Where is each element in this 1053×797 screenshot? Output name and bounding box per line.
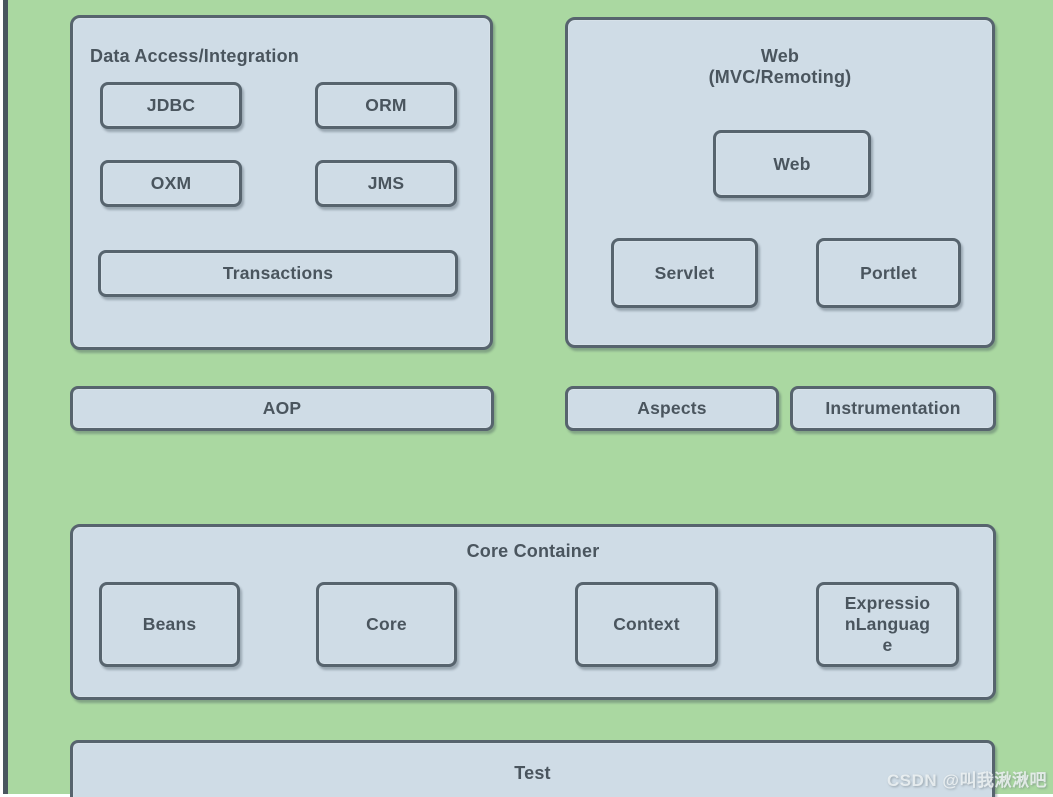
left-border-rule: [3, 0, 8, 794]
data-access-integration-panel: Data Access/Integration JDBC ORM OXM JMS…: [70, 15, 493, 350]
web-mvc-remoting-panel: Web (MVC/Remoting) Web Servlet Portlet: [565, 17, 995, 348]
context-box: Context: [575, 582, 718, 667]
core-container-panel: Core Container Beans Core Context Expres…: [70, 524, 996, 700]
web-panel-title: Web (MVC/Remoting): [568, 46, 992, 88]
test-title: Test: [514, 763, 551, 783]
jdbc-box: JDBC: [100, 82, 242, 129]
aop-box: AOP: [70, 386, 494, 431]
test-panel: Test: [70, 740, 995, 797]
servlet-box: Servlet: [611, 238, 758, 308]
csdn-watermark: CSDN @叫我湫湫吧: [887, 771, 1047, 790]
web-box: Web: [713, 130, 871, 198]
orm-box: ORM: [315, 82, 457, 129]
portlet-box: Portlet: [816, 238, 961, 308]
transactions-box: Transactions: [98, 250, 458, 297]
beans-box: Beans: [99, 582, 240, 667]
core-container-title: Core Container: [466, 541, 600, 561]
web-panel-title-line1: Web: [760, 46, 800, 66]
core-box: Core: [316, 582, 457, 667]
aspects-box: Aspects: [565, 386, 779, 431]
instrumentation-box: Instrumentation: [790, 386, 996, 431]
expression-language-box: ExpressionLanguage: [816, 582, 959, 667]
jms-box: JMS: [315, 160, 457, 207]
oxm-box: OXM: [100, 160, 242, 207]
web-panel-title-line2: (MVC/Remoting): [708, 67, 852, 87]
data-access-integration-title: Data Access/Integration: [90, 46, 299, 66]
